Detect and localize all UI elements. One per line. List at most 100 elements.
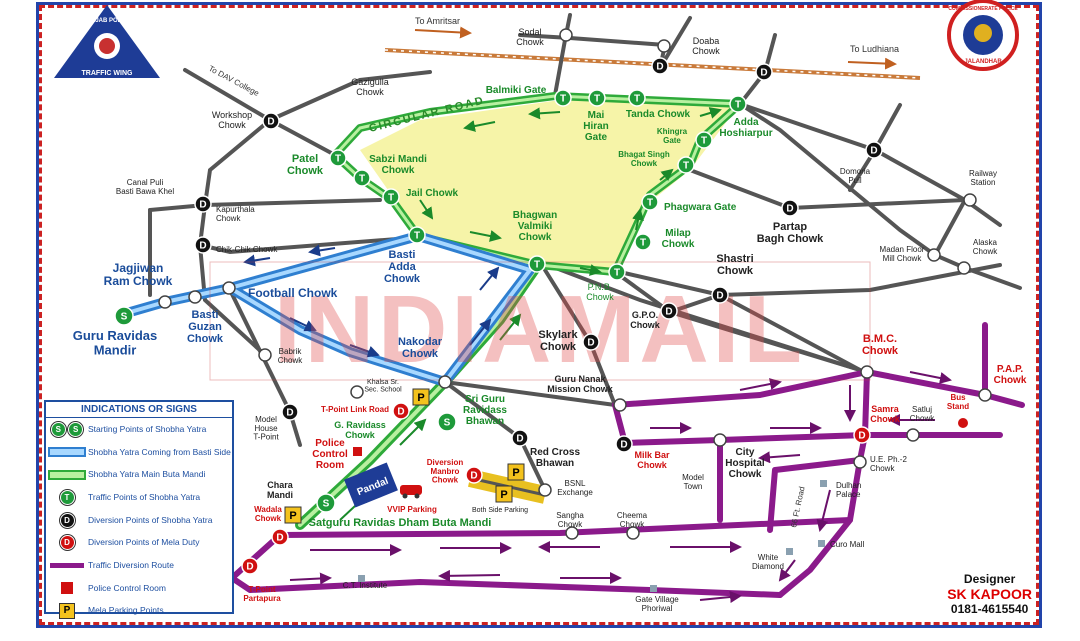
svg-text:T: T xyxy=(634,94,640,105)
dulhan-palace-marker xyxy=(820,480,827,487)
mela-diversion-icon-diversion-manbro: D xyxy=(465,466,483,484)
junction-city-hospital xyxy=(713,433,727,447)
svg-text:D: D xyxy=(199,200,206,211)
designer-title: Designer xyxy=(963,572,1016,586)
vvip-car-icon xyxy=(400,485,422,499)
traffic-point-icon-tanda: T xyxy=(628,89,646,107)
svg-text:T: T xyxy=(388,193,394,204)
traffic-point-icon-bhagwan-valmiki: T xyxy=(528,255,546,273)
junction-jagjiwan xyxy=(158,295,172,309)
svg-text:D: D xyxy=(620,440,627,451)
mela-diversion-legend-icon: D xyxy=(46,535,88,551)
to-amritsar-label: To Amritsar xyxy=(415,16,460,26)
diversion-point-icon-doaba: D xyxy=(651,57,669,75)
blue-route-legend-icon xyxy=(46,447,88,458)
commissionerate-logo: JALANDHAR COMMISSIONERATE POLICE xyxy=(947,0,1019,71)
junction-nakodar xyxy=(438,375,452,389)
svg-text:P: P xyxy=(417,392,424,404)
junction-basti-guzan xyxy=(188,290,202,304)
jalandhar-text: JALANDHAR xyxy=(964,59,1002,65)
junction-babrik xyxy=(258,348,272,362)
bus-stand-marker xyxy=(958,418,968,428)
parking-icon-wadala-parking: P xyxy=(284,506,302,524)
svg-text:D: D xyxy=(286,408,293,419)
label-gpo: G.P.O.Chowk xyxy=(630,310,660,330)
svg-text:D: D xyxy=(397,407,404,418)
junction-ue-ph2 xyxy=(853,455,867,469)
parking-icon-khalsa-parking: P xyxy=(412,388,430,406)
label-both-side: Both Side Parking xyxy=(472,507,528,514)
svg-text:T: T xyxy=(640,238,646,249)
designer-name: SK KAPOOR xyxy=(947,586,1032,602)
junction-sodal xyxy=(559,28,573,42)
svg-text:D: D xyxy=(267,117,274,128)
junction-bmc xyxy=(860,365,874,379)
svg-text:D: D xyxy=(786,204,793,215)
white-diamond-marker xyxy=(786,548,793,555)
traffic-point-icon-balmiki: T xyxy=(554,89,572,107)
mela-diversion-icon-tpoint-partapura: D xyxy=(241,557,259,575)
diversion-point-icon-model-house: D xyxy=(281,403,299,421)
diversion-point-icon-shastri: D xyxy=(711,286,729,304)
traffic-point-icon-milap: T xyxy=(634,233,652,251)
label-vvip: VVIP Parking xyxy=(387,505,437,514)
svg-text:T: T xyxy=(735,100,741,111)
start-point-icon-satguru: S xyxy=(316,493,336,513)
traffic-point-icon-basti-adda: T xyxy=(408,226,426,244)
parking-legend-icon: P xyxy=(46,602,88,619)
svg-text:P: P xyxy=(289,510,296,522)
diversion-point-icon-milk-bar: D xyxy=(615,435,633,453)
punjab-police-text: PUNJAB POLICE xyxy=(83,18,132,24)
label-balmiki: Balmiki Gate xyxy=(486,85,547,96)
svg-text:D: D xyxy=(276,533,283,544)
svg-text:T: T xyxy=(560,94,566,105)
label-phagwara: Phagwara Gate xyxy=(664,202,737,213)
svg-text:T: T xyxy=(335,154,341,165)
svg-text:D: D xyxy=(246,562,253,573)
junction-alaska xyxy=(957,261,971,275)
legend-text: Shobha Yatra Coming from Basti Side xyxy=(88,446,231,457)
police-control-room-marker xyxy=(353,447,362,456)
svg-text:T: T xyxy=(647,198,653,209)
svg-text:T: T xyxy=(414,231,420,242)
label-jail: Jail Chowk xyxy=(406,188,459,199)
svg-text:D: D xyxy=(587,338,594,349)
to-ludhiana-label: To Ludhiana xyxy=(850,44,899,54)
diversion-point-icon-railway-crossing: D xyxy=(755,63,773,81)
junction-satluj xyxy=(906,428,920,442)
